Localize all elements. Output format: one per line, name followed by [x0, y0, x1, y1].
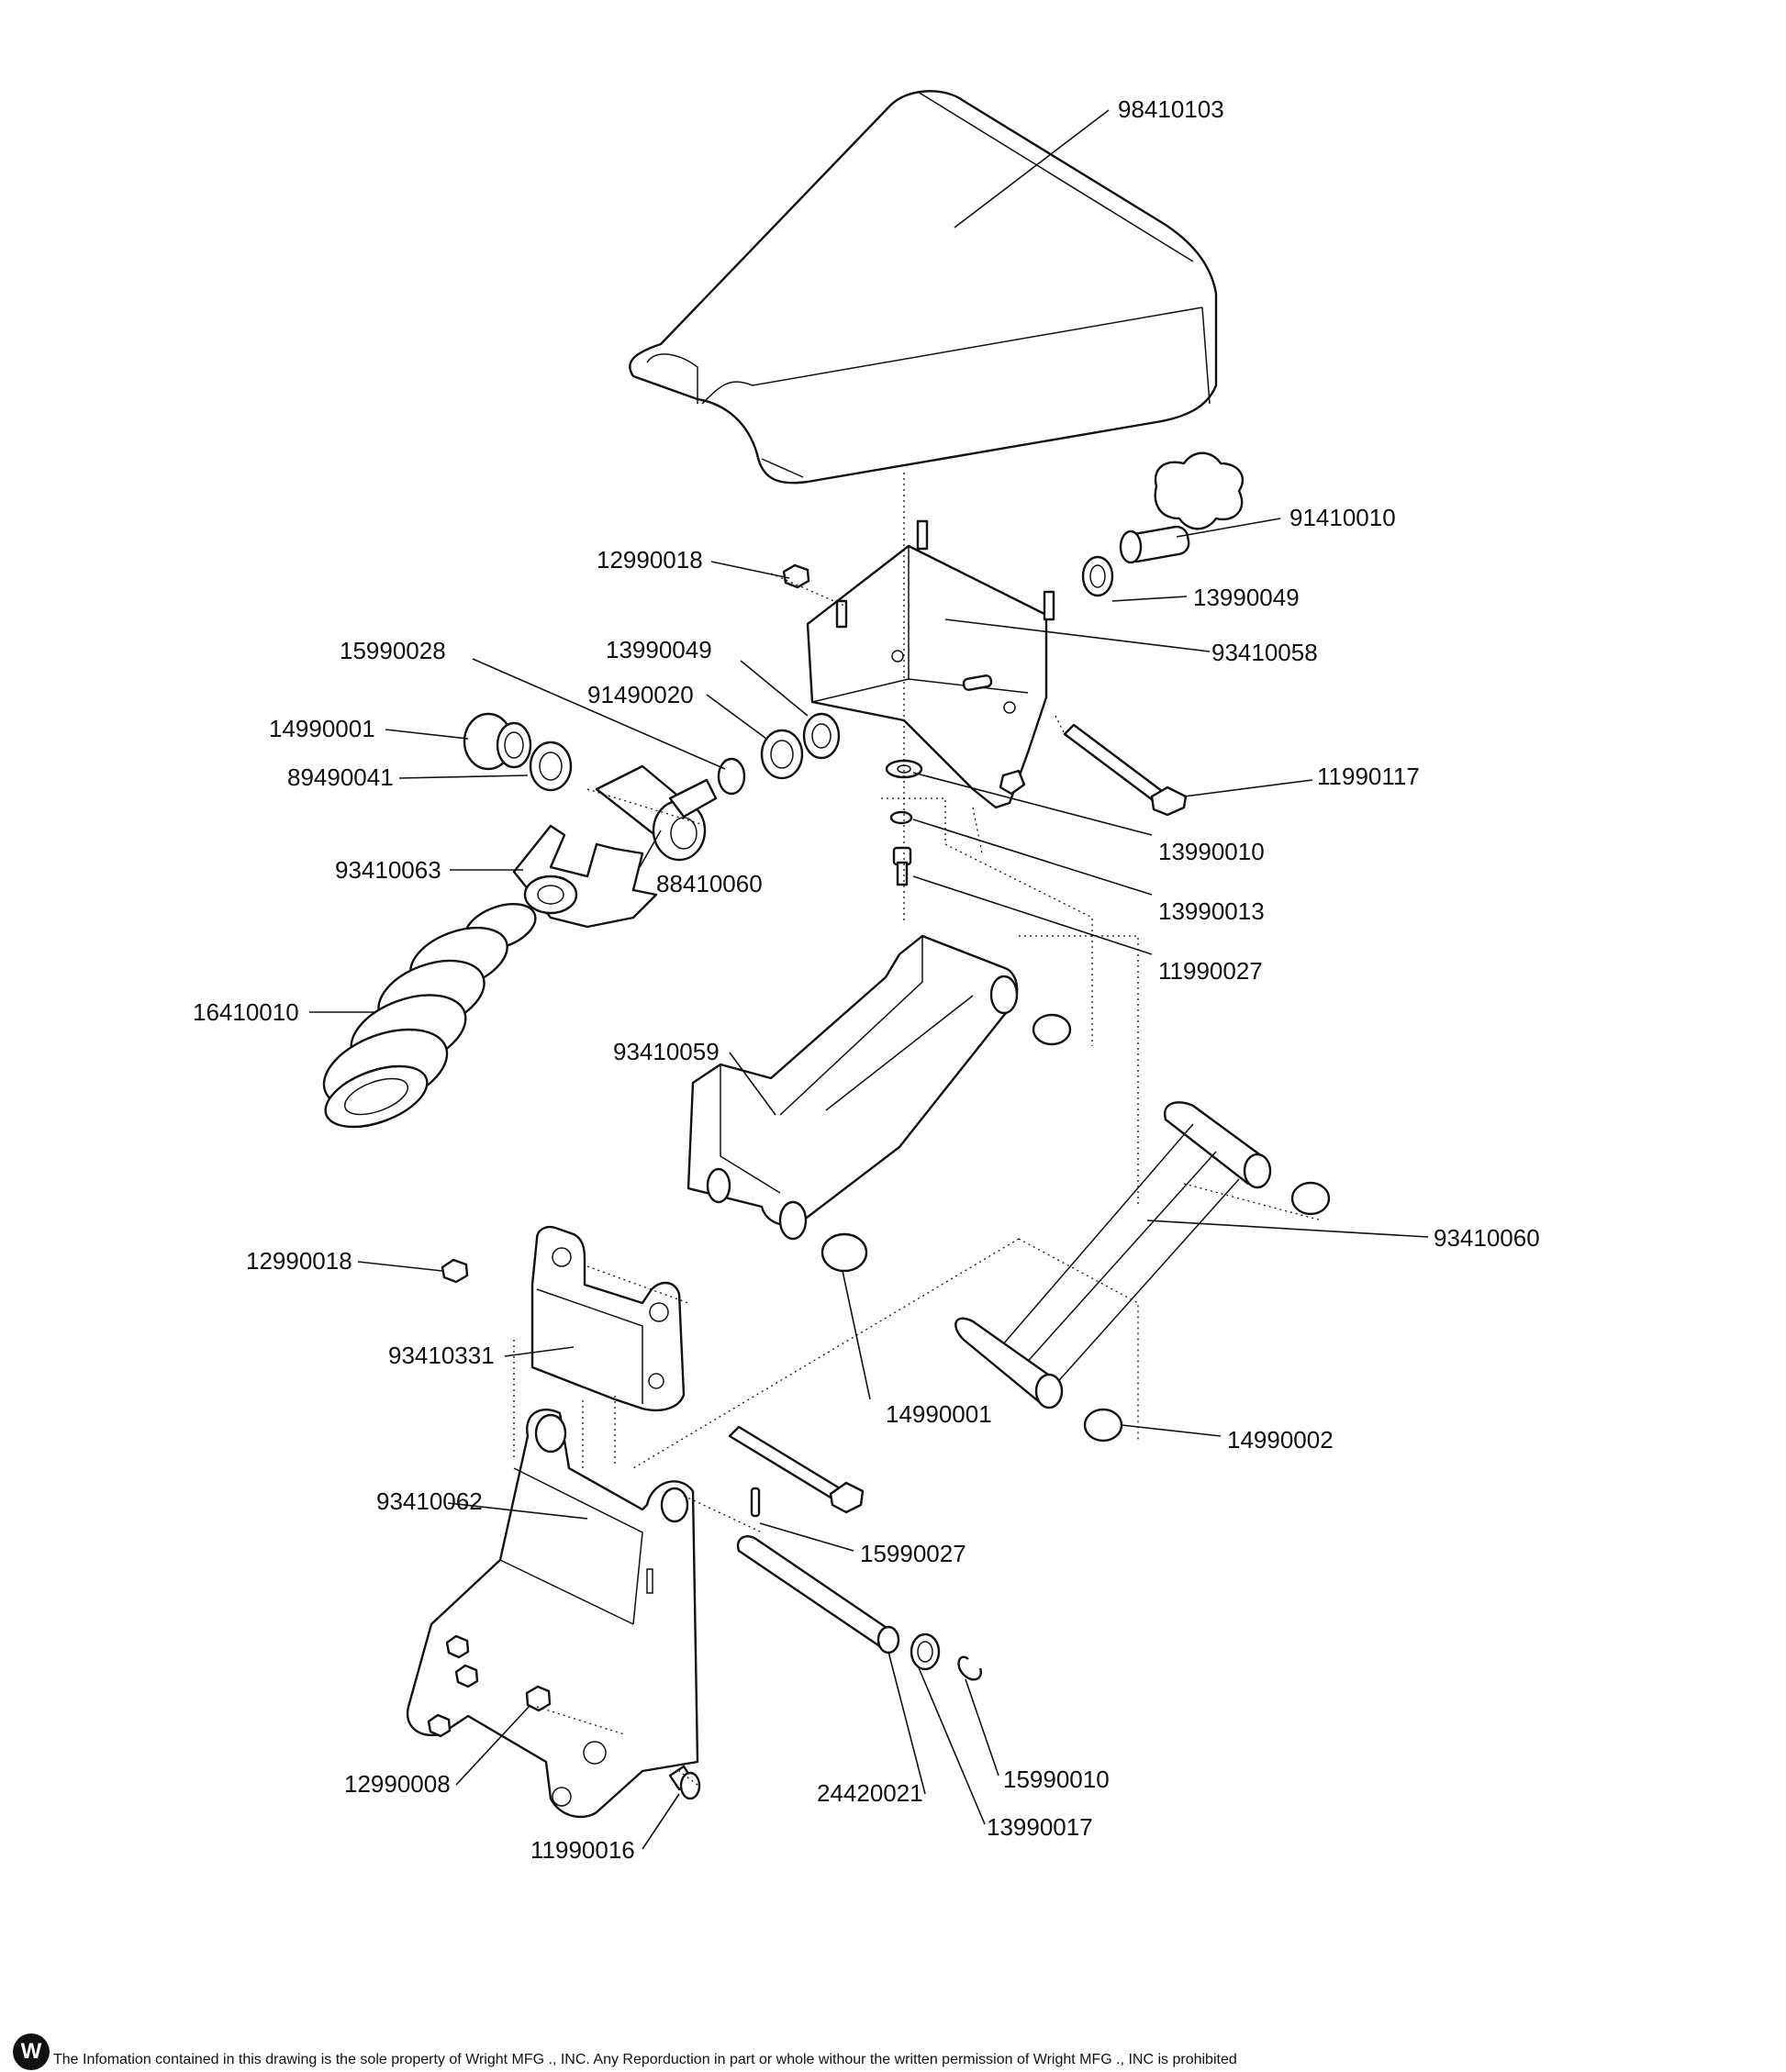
label-washer-flat: 13990010	[1158, 838, 1265, 865]
label-washer-pin: 13990017	[987, 1813, 1093, 1841]
washer-pin	[910, 1632, 941, 1671]
label-frame: 93410062	[376, 1487, 483, 1515]
label-bushing-small: 89490041	[287, 763, 394, 791]
bushing-lower	[820, 1232, 868, 1273]
rear-bushing-top	[1290, 1181, 1331, 1216]
label-nut-frame: 12990008	[344, 1770, 451, 1798]
frame	[406, 1409, 699, 1819]
label-knob: 91410010	[1289, 504, 1396, 531]
label-bolt-long: 11990117	[1317, 763, 1420, 790]
label-nut-lower: 12990018	[246, 1247, 352, 1275]
label-rear-link: 93410060	[1434, 1224, 1540, 1252]
leader-lines	[309, 109, 1429, 1850]
label-adjuster-shaft: 88410060	[656, 870, 763, 897]
label-washer-left: 13990049	[606, 636, 712, 663]
label-spring-cup: 93410063	[335, 856, 441, 884]
assembly-lines	[513, 473, 1323, 1786]
bolt-lower	[728, 1425, 865, 1514]
label-pin-long: 24420021	[817, 1779, 923, 1807]
label-link-arm: 93410059	[613, 1038, 720, 1065]
top-nut	[782, 563, 810, 589]
label-knob-washer: 13990049	[1193, 584, 1300, 611]
label-mount-plate: 93410331	[388, 1342, 495, 1369]
spring-cup	[512, 824, 658, 929]
label-clip-left: 15990028	[340, 637, 446, 664]
bushing-left	[463, 712, 532, 771]
bolt-frame	[668, 1765, 701, 1800]
lock-washer	[889, 810, 913, 825]
label-clip-e: 15990010	[1003, 1766, 1110, 1793]
link-arm	[686, 934, 1019, 1241]
part-labels: 98410103 91410010 13990049 12990018 9341…	[193, 95, 1540, 1864]
link-bushing	[1032, 1013, 1072, 1046]
label-seat-pan: 98410103	[1118, 95, 1224, 123]
roll-pin	[750, 1487, 761, 1518]
spacer-left	[760, 729, 804, 780]
bushing-rear	[1083, 1408, 1123, 1443]
knob	[1119, 451, 1245, 564]
label-nut-top: 12990018	[597, 546, 703, 574]
label-spring: 16410010	[193, 998, 299, 1026]
clip-left	[717, 757, 746, 796]
label-bolt-short: 11990027	[1158, 957, 1263, 985]
spring	[322, 903, 537, 1129]
bracket	[806, 519, 1055, 809]
label-spacer-left: 91490020	[587, 681, 694, 708]
label-bushing-left: 14990001	[269, 715, 375, 742]
bolt-long	[1063, 723, 1188, 817]
lower-nut	[441, 1258, 469, 1284]
label-bushing-lower: 14990001	[886, 1400, 992, 1428]
washer-left	[802, 712, 841, 760]
copyright-notice: The Infomation contained in this drawing…	[53, 2052, 1237, 2067]
seat-pan	[629, 90, 1218, 485]
company-logo-icon: W	[13, 2033, 50, 2070]
adjuster-shaft	[595, 764, 718, 862]
label-lock-washer: 13990013	[1158, 897, 1265, 925]
frame-nut	[525, 1685, 552, 1712]
label-bushing-rear: 14990002	[1227, 1426, 1334, 1454]
bushing-small	[529, 741, 573, 792]
label-bolt-frame: 11990016	[530, 1836, 635, 1864]
knob-washer	[1081, 555, 1114, 597]
washer-flat	[885, 759, 923, 779]
bolt-short	[892, 846, 912, 886]
mount-plate	[530, 1226, 686, 1412]
clip-e	[957, 1655, 982, 1681]
label-pin-roll: 15990027	[860, 1540, 966, 1567]
footer: W The Infomation contained in this drawi…	[0, 2033, 1786, 2072]
rear-link	[954, 1101, 1272, 1409]
label-bracket: 93410058	[1211, 639, 1318, 666]
